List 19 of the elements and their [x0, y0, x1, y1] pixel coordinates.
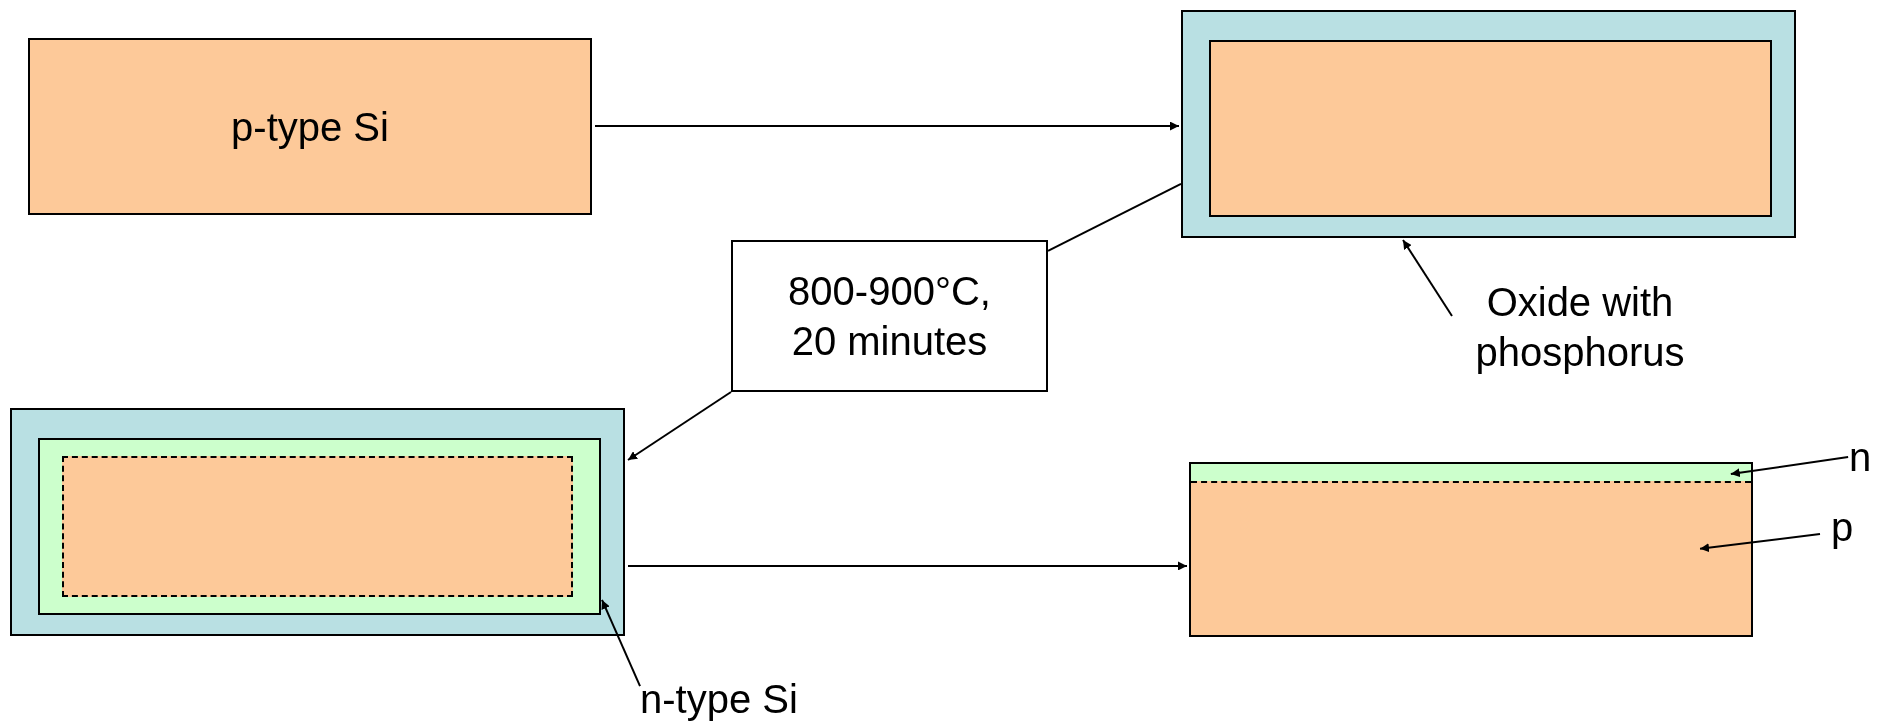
oxide-layer [10, 408, 625, 636]
n-type-layer [38, 438, 601, 615]
silicon-wafer [1209, 40, 1772, 217]
oxide-layer [1181, 10, 1796, 238]
leader-line [1402, 239, 1453, 317]
leader-line [1729, 456, 1850, 478]
process-condition-box: 800-900°C, 20 minutes [731, 240, 1048, 392]
silicon-wafer: p-type Si [28, 38, 592, 215]
leader-line [601, 598, 641, 688]
callout-text: p [1820, 500, 1864, 554]
n-type-layer [1191, 464, 1751, 481]
p-type-core [62, 456, 573, 597]
arrow [627, 391, 732, 461]
callout-text: n-type Si [640, 672, 900, 726]
callout-text: n [1838, 430, 1882, 484]
arrow [594, 121, 1180, 131]
leader-line [1699, 533, 1821, 553]
callout-text: Oxide with phosphorus [1420, 262, 1740, 392]
arrow [627, 561, 1188, 571]
